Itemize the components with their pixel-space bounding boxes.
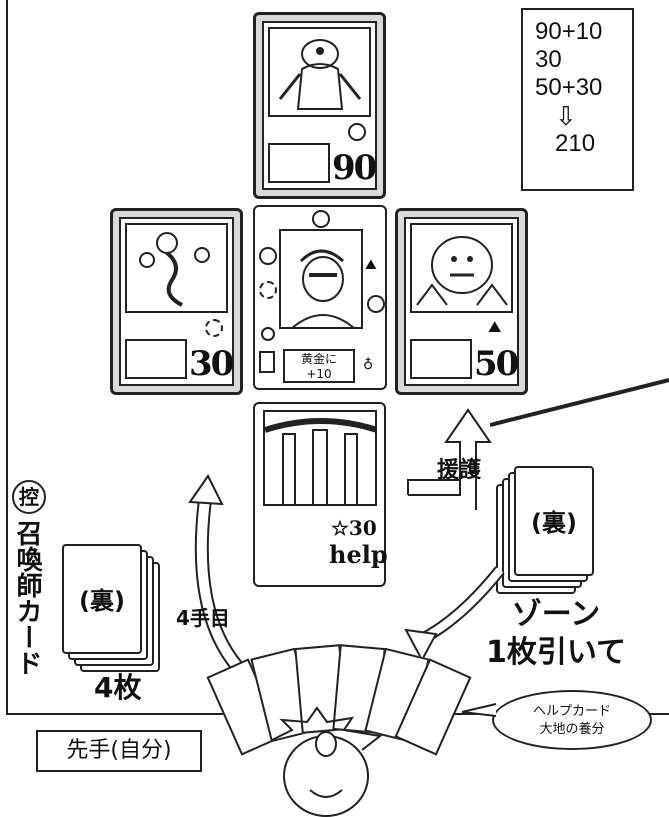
sun-gear-icon: [205, 319, 223, 337]
calc-line-3: 50+30: [535, 74, 603, 101]
draw-arrow-icon: [404, 566, 505, 663]
card-text-box: [410, 339, 472, 379]
monster-illustration: [125, 223, 228, 313]
sprout-icon: ♁: [363, 357, 374, 373]
right-card[interactable]: ⛰ 50: [395, 208, 528, 395]
card-text-line-2: +10: [306, 367, 332, 381]
pointer-line: [490, 378, 669, 427]
top-card-inner: 90: [262, 21, 377, 190]
zone-instruction: ゾーン 1枚引いて: [476, 596, 636, 672]
left-card[interactable]: 30: [110, 208, 243, 395]
reserve-badge: 控: [12, 480, 46, 514]
speech-line-2: 大地の養分: [539, 722, 605, 737]
support-label: 援護: [437, 458, 482, 483]
mountain-icon: ⛰: [365, 257, 377, 273]
deck-count: 4枚: [94, 671, 142, 704]
first-player-label: 先手(自分): [36, 730, 202, 772]
card-text-box: [125, 339, 187, 379]
help-power: ☆30: [331, 516, 377, 540]
card-text-line-1: 黄金に: [300, 352, 337, 366]
scroll-icon: [259, 351, 275, 373]
turn-arrow-icon: [188, 474, 251, 680]
card-power: 50: [474, 344, 519, 384]
down-arrow-icon: ⇩: [555, 101, 577, 131]
spiral-icon: [348, 123, 366, 141]
deck-top-card[interactable]: (裏): [62, 544, 142, 654]
zone-line-1: ゾーン: [511, 597, 601, 632]
card-power: 90: [332, 148, 377, 188]
card-text-box: [268, 143, 330, 183]
help-label: help: [329, 540, 388, 569]
smile-icon: [259, 247, 277, 265]
spiral-icon: [261, 327, 275, 341]
summoner-illustration: [279, 229, 363, 329]
support-arrow-icon: [407, 408, 492, 510]
bottom-help-card[interactable]: ☆30 help: [253, 402, 388, 587]
smile-icon: [367, 295, 385, 313]
calc-total: 210: [555, 130, 596, 157]
right-card-inner: ⛰ 50: [404, 217, 519, 386]
card-power: 30: [189, 344, 234, 384]
speech-line-1: ヘルプカード: [532, 704, 611, 719]
card-text-box: 黄金に +10: [283, 349, 355, 383]
speech-tail: [461, 703, 497, 717]
monster-illustration: [268, 27, 371, 117]
calc-line-2: 30: [535, 46, 562, 73]
smile-icon: [312, 210, 330, 228]
player-character: [271, 706, 383, 817]
speech-bubble: ヘルプカード 大地の養分: [492, 690, 652, 750]
top-card[interactable]: 90: [253, 12, 386, 199]
mountain-icon: ⛰: [488, 317, 502, 336]
turn-label: 4手目: [176, 606, 230, 630]
forest-illustration: [263, 410, 377, 506]
zone-line-2: 1枚引いて: [486, 635, 626, 670]
deck-top-card[interactable]: (裏): [514, 466, 594, 576]
reserve-label: 召喚師カード: [12, 520, 42, 676]
center-card[interactable]: ⛰ 黄金に +10 ♁: [253, 205, 387, 390]
calculation-box: 90+10 30 50+30 ⇩ 210: [521, 8, 634, 191]
calc-line-1: 90+10: [535, 18, 603, 45]
left-card-inner: 30: [119, 217, 234, 386]
monster-illustration: [410, 223, 513, 313]
sun-gear-icon: [259, 281, 277, 299]
